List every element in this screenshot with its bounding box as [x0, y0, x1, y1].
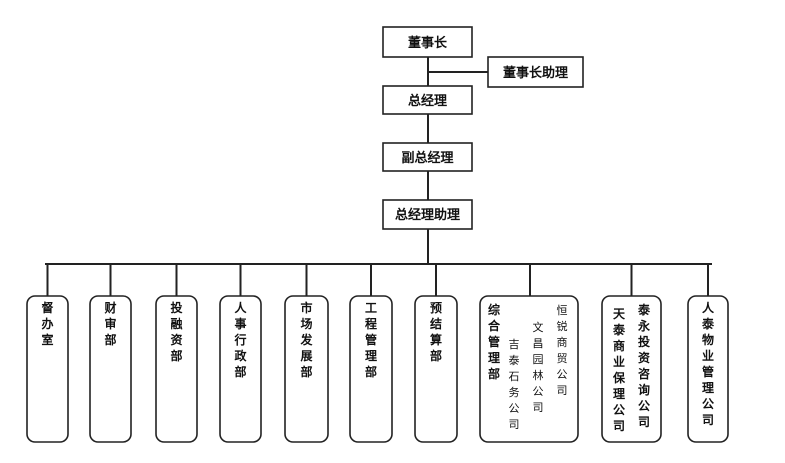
- label-gm-assistant: 总经理助理: [395, 207, 460, 223]
- department-label-5: 工程管理部: [365, 301, 377, 379]
- department-box-8: [601, 295, 662, 443]
- department-label-7: 综合管理部: [488, 302, 501, 381]
- label-general-manager: 总经理: [408, 93, 447, 109]
- department-box-3: [219, 295, 262, 443]
- department-box-6: [414, 295, 458, 443]
- department-box-4: [284, 295, 329, 443]
- label-deputy-general-manager: 副总经理: [401, 150, 453, 166]
- department-box-1: [89, 295, 132, 443]
- department-box-7: [479, 295, 579, 443]
- box-chairman: 董事长: [382, 26, 473, 58]
- box-general-manager: 总经理: [382, 85, 473, 115]
- department-label-6: 预结算部: [430, 301, 442, 363]
- sub-company-7-0: 吉泰石务公司: [509, 338, 520, 431]
- department-label-8: 天泰商业保理公司: [612, 307, 626, 433]
- department-layer: 督办室 财审部 投融资部 人事行政部 市场发展部 工程管理部 预结算部 综合管理部吉泰石务公司…: [26, 264, 729, 443]
- department-box-5: [349, 295, 393, 443]
- department-label-2: 投融资部: [170, 300, 182, 363]
- department-box-2: [155, 295, 198, 443]
- label-chairman-assistant: 董事长助理: [503, 65, 568, 81]
- department-label-3: 人事行政部: [233, 300, 247, 379]
- department-label-0: 督办室: [41, 300, 53, 347]
- box-chairman-assistant: 董事长助理: [487, 56, 584, 88]
- label-chairman: 董事长: [408, 35, 448, 51]
- department-label-4: 市场发展部: [299, 300, 313, 379]
- box-gm-assistant: 总经理助理: [382, 199, 473, 230]
- department-box-9: [687, 295, 729, 443]
- sub-company-8-0: 泰永投资咨询公司: [637, 302, 651, 429]
- department-label-1: 财审部: [103, 300, 116, 347]
- box-deputy-general-manager: 副总经理: [382, 142, 473, 172]
- sub-company-7-2: 恒锐商贸公司: [557, 304, 568, 397]
- department-box-0: [26, 295, 69, 443]
- department-label-9: 人泰物业管理公司: [701, 300, 715, 427]
- sub-company-7-1: 文昌园林公司: [533, 320, 544, 414]
